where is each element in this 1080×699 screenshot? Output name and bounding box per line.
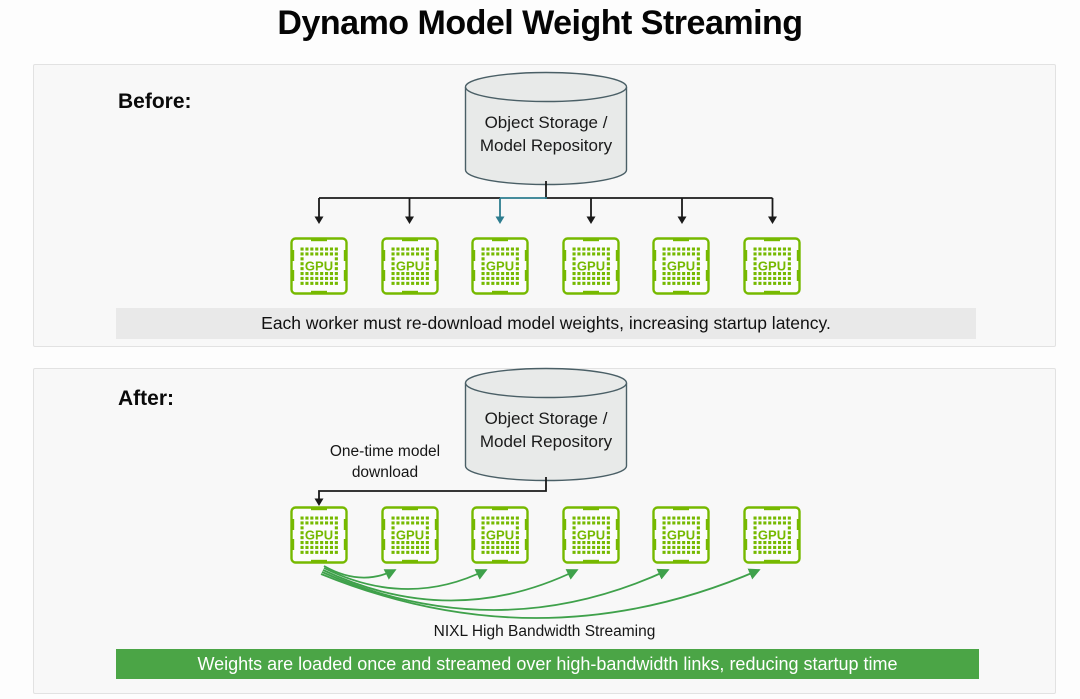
gpu-pin-dots [391, 247, 429, 285]
gpu-label: GPU [576, 527, 604, 542]
gpu-pin-dots [662, 247, 700, 285]
gpu-label: GPU [757, 258, 785, 273]
storage-label-line1: Object Storage / [484, 409, 608, 428]
gpu-pin-dots [753, 516, 791, 554]
gpu-label: GPU [576, 258, 604, 273]
after-label: After: [118, 387, 174, 410]
gpu-pin-dots [572, 516, 610, 554]
storage-label-line1: Object Storage / [484, 113, 608, 132]
gpu-label: GPU [305, 258, 333, 273]
gpu-icon: GPU [471, 506, 529, 564]
gpu-label: GPU [667, 258, 695, 273]
gpu-pin-dots [481, 516, 519, 554]
nixl-stream-arrows [320, 565, 761, 619]
gpu-pin-dots [300, 247, 338, 285]
before-caption: Each worker must re-download model weigh… [116, 308, 976, 339]
gpu-pin-dots [662, 516, 700, 554]
gpu-label: GPU [395, 527, 423, 542]
gpu-icon: GPU [742, 506, 801, 564]
storage-label: Object Storage / Model Repository [464, 407, 628, 453]
before-panel: Before: Object Storage / Model Repositor… [33, 64, 1056, 347]
gpu-label: GPU [305, 527, 333, 542]
storage-label-line2: Model Repository [479, 136, 613, 155]
page-title: Dynamo Model Weight Streaming [277, 4, 803, 42]
after-caption: Weights are loaded once and streamed ove… [116, 649, 979, 679]
gpu-icon: GPU [742, 237, 801, 295]
gpu-label: GPU [486, 258, 514, 273]
gpu-label: GPU [667, 527, 695, 542]
storage-cylinder-icon [464, 71, 628, 186]
gpu-icon: GPU [652, 506, 710, 564]
gpu-label: GPU [757, 527, 785, 542]
gpu-icon: GPU [561, 506, 620, 564]
download-arrows [314, 198, 777, 224]
gpu-icon: GPU [290, 506, 348, 564]
gpu-icon: GPU [380, 506, 439, 564]
gpu-label: GPU [486, 527, 514, 542]
one-time-download-label: One-time model download [329, 443, 441, 481]
storage-label: Object Storage / Model Repository [464, 111, 628, 157]
storage-label-line2: Model Repository [479, 432, 613, 451]
after-gpu-row: GPU [290, 506, 801, 564]
gpu-icon: GPU [471, 237, 529, 295]
gpu-icon: GPU [380, 237, 439, 295]
nixl-streaming-label: NIXL High Bandwidth Streaming [433, 623, 656, 640]
before-gpu-row: GPU [290, 237, 801, 295]
gpu-icon: GPU [290, 237, 348, 295]
gpu-pin-dots [481, 247, 519, 285]
gpu-label: GPU [395, 258, 423, 273]
before-label: Before: [118, 90, 192, 113]
gpu-pin-dots [300, 516, 338, 554]
gpu-pin-dots [391, 516, 429, 554]
after-panel: After: Object Storage / Model Repository… [33, 367, 1056, 694]
gpu-pin-dots [753, 247, 791, 285]
gpu-icon: GPU [561, 237, 620, 295]
gpu-pin-dots [572, 247, 610, 285]
gpu-icon: GPU [652, 237, 710, 295]
